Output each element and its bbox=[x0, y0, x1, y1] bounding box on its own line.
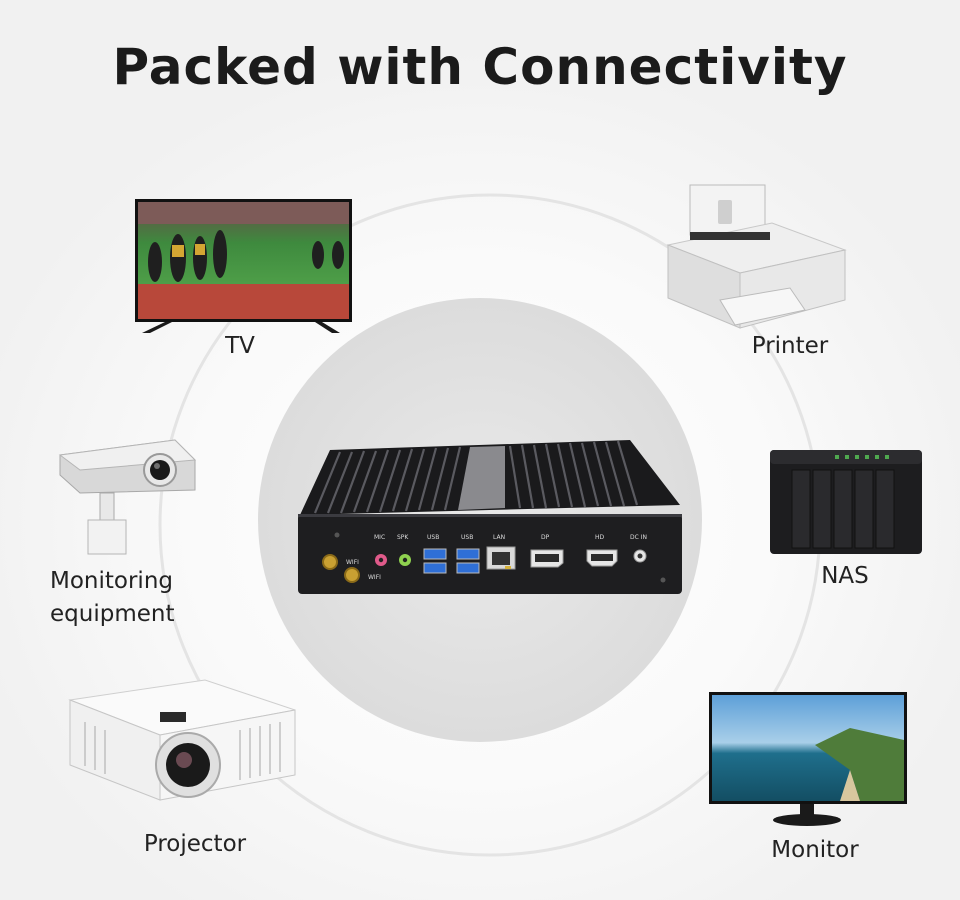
nas-bay-5 bbox=[875, 469, 895, 549]
monitor-neck bbox=[800, 804, 814, 816]
usb-port-2b bbox=[456, 562, 480, 574]
wifi-label-2: WIFI bbox=[368, 574, 381, 581]
dc-in-label: DC IN bbox=[630, 534, 647, 541]
camera-illustration bbox=[58, 439, 197, 555]
monitor-label: Monitor bbox=[771, 837, 859, 863]
monitoring-label-line1: Monitoring bbox=[50, 568, 173, 594]
monitoring-label-line2: equipment bbox=[50, 601, 175, 627]
projector-label: Projector bbox=[143, 831, 247, 857]
wifi-antenna-1 bbox=[322, 554, 338, 570]
printer-tray bbox=[719, 287, 806, 326]
dp-label: DP bbox=[541, 534, 550, 541]
nas-bay-1 bbox=[791, 469, 811, 549]
monitor-stand bbox=[773, 814, 841, 826]
tv-leg-right bbox=[315, 322, 340, 333]
spk-label: SPK bbox=[397, 534, 409, 541]
center-ridge bbox=[458, 446, 505, 510]
wifi-antenna-2 bbox=[344, 567, 360, 583]
tv-illustration bbox=[135, 199, 352, 333]
mini-pc: WIFI WIFI MIC SPK USB USB LAN DP HD DC I… bbox=[298, 440, 682, 594]
printer-illustration bbox=[666, 184, 847, 329]
heatsink-fins bbox=[313, 440, 639, 514]
camera-mount bbox=[99, 492, 115, 524]
nas-bay-4 bbox=[854, 469, 874, 549]
mic-label: MIC bbox=[374, 534, 385, 541]
page-title: Packed with Connectivity bbox=[112, 38, 848, 96]
tv-leg-left bbox=[142, 322, 172, 333]
monitor-illustration bbox=[709, 692, 907, 826]
wifi-label-1: WIFI bbox=[346, 559, 359, 566]
projector-illustration bbox=[68, 679, 296, 801]
usb-port-1a bbox=[423, 548, 447, 560]
nas-bay-2 bbox=[812, 469, 832, 549]
usb-port-1b bbox=[423, 562, 447, 574]
printer-label: Printer bbox=[751, 333, 829, 359]
usb-label-1: USB bbox=[427, 534, 439, 541]
usb-port-2a bbox=[456, 548, 480, 560]
lan-label: LAN bbox=[493, 534, 505, 541]
nas-label: NAS bbox=[821, 563, 869, 589]
nas-illustration bbox=[770, 450, 922, 554]
usb-label-2: USB bbox=[461, 534, 473, 541]
tv-label: TV bbox=[225, 333, 255, 359]
hd-label: HD bbox=[595, 534, 605, 541]
monitoring-label: Monitoring equipment bbox=[50, 565, 250, 631]
nas-bay-3 bbox=[833, 469, 853, 549]
